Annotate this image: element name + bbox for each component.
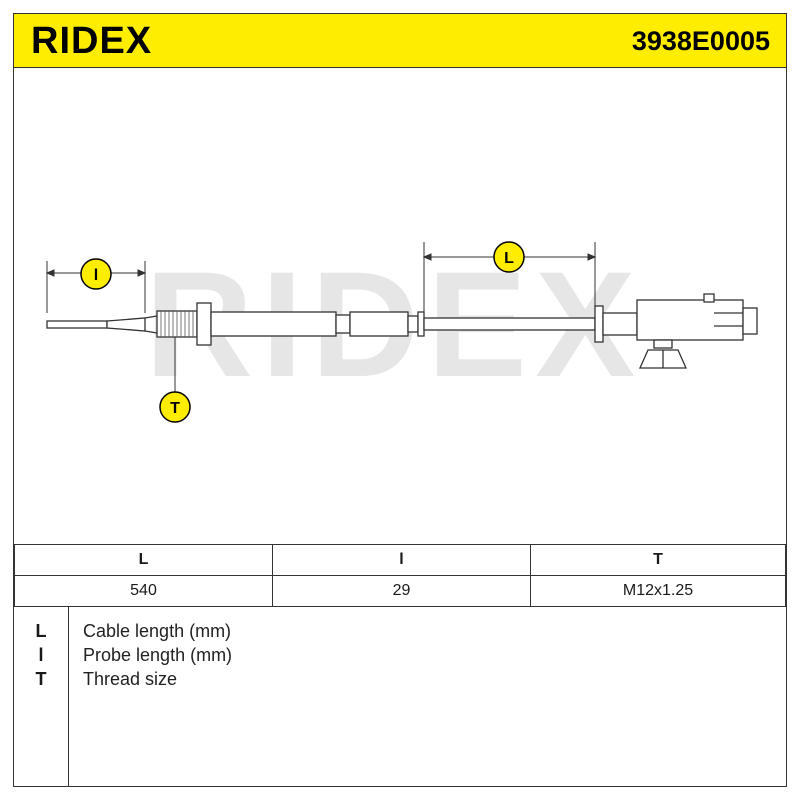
legend-keys-column: L l T xyxy=(14,607,69,787)
specs-value-probe-length: 29 xyxy=(272,575,531,607)
specs-value-cable-length: 540 xyxy=(14,575,273,607)
legend-panel: L l T Cable length (mm) Probe length (mm… xyxy=(14,606,786,787)
specs-header-probe-length: l xyxy=(272,544,531,576)
specs-header-row: L l T xyxy=(14,544,786,576)
technical-drawing: RIDEX l L xyxy=(14,68,786,544)
specs-value-thread: M12x1.25 xyxy=(530,575,786,607)
legend-desc-cable-length: Cable length (mm) xyxy=(83,621,232,641)
part-number: 3938E0005 xyxy=(631,26,770,56)
legend-desc-probe-length: Probe length (mm) xyxy=(83,645,233,665)
probe-length-callout-label: l xyxy=(94,267,98,284)
drawing-frame: RIDEX 3938E0005 RIDEX l xyxy=(13,13,787,787)
sensor-drawing-svg: RIDEX l L xyxy=(45,240,758,423)
specs-header-thread: T xyxy=(530,544,786,576)
cable-length-callout-label: L xyxy=(504,250,514,267)
thread-callout xyxy=(159,391,191,423)
legend-key-probe-length: l xyxy=(38,645,44,665)
legend-key-thread: T xyxy=(35,669,47,689)
probe-length-callout xyxy=(80,258,112,290)
specs-table: L l T 540 29 M12x1.25 xyxy=(14,544,786,607)
legend-desc-thread: Thread size xyxy=(83,669,178,689)
brand-logo: RIDEX xyxy=(31,20,153,62)
sensor-body xyxy=(46,293,758,369)
header-bar: RIDEX 3938E0005 xyxy=(14,14,786,68)
cable-length-callout xyxy=(493,241,525,273)
specs-value-row: 540 29 M12x1.25 xyxy=(14,575,786,607)
legend-key-cable-length: L xyxy=(35,621,47,641)
thread-callout-label: T xyxy=(170,400,180,417)
specs-header-cable-length: L xyxy=(14,544,273,576)
